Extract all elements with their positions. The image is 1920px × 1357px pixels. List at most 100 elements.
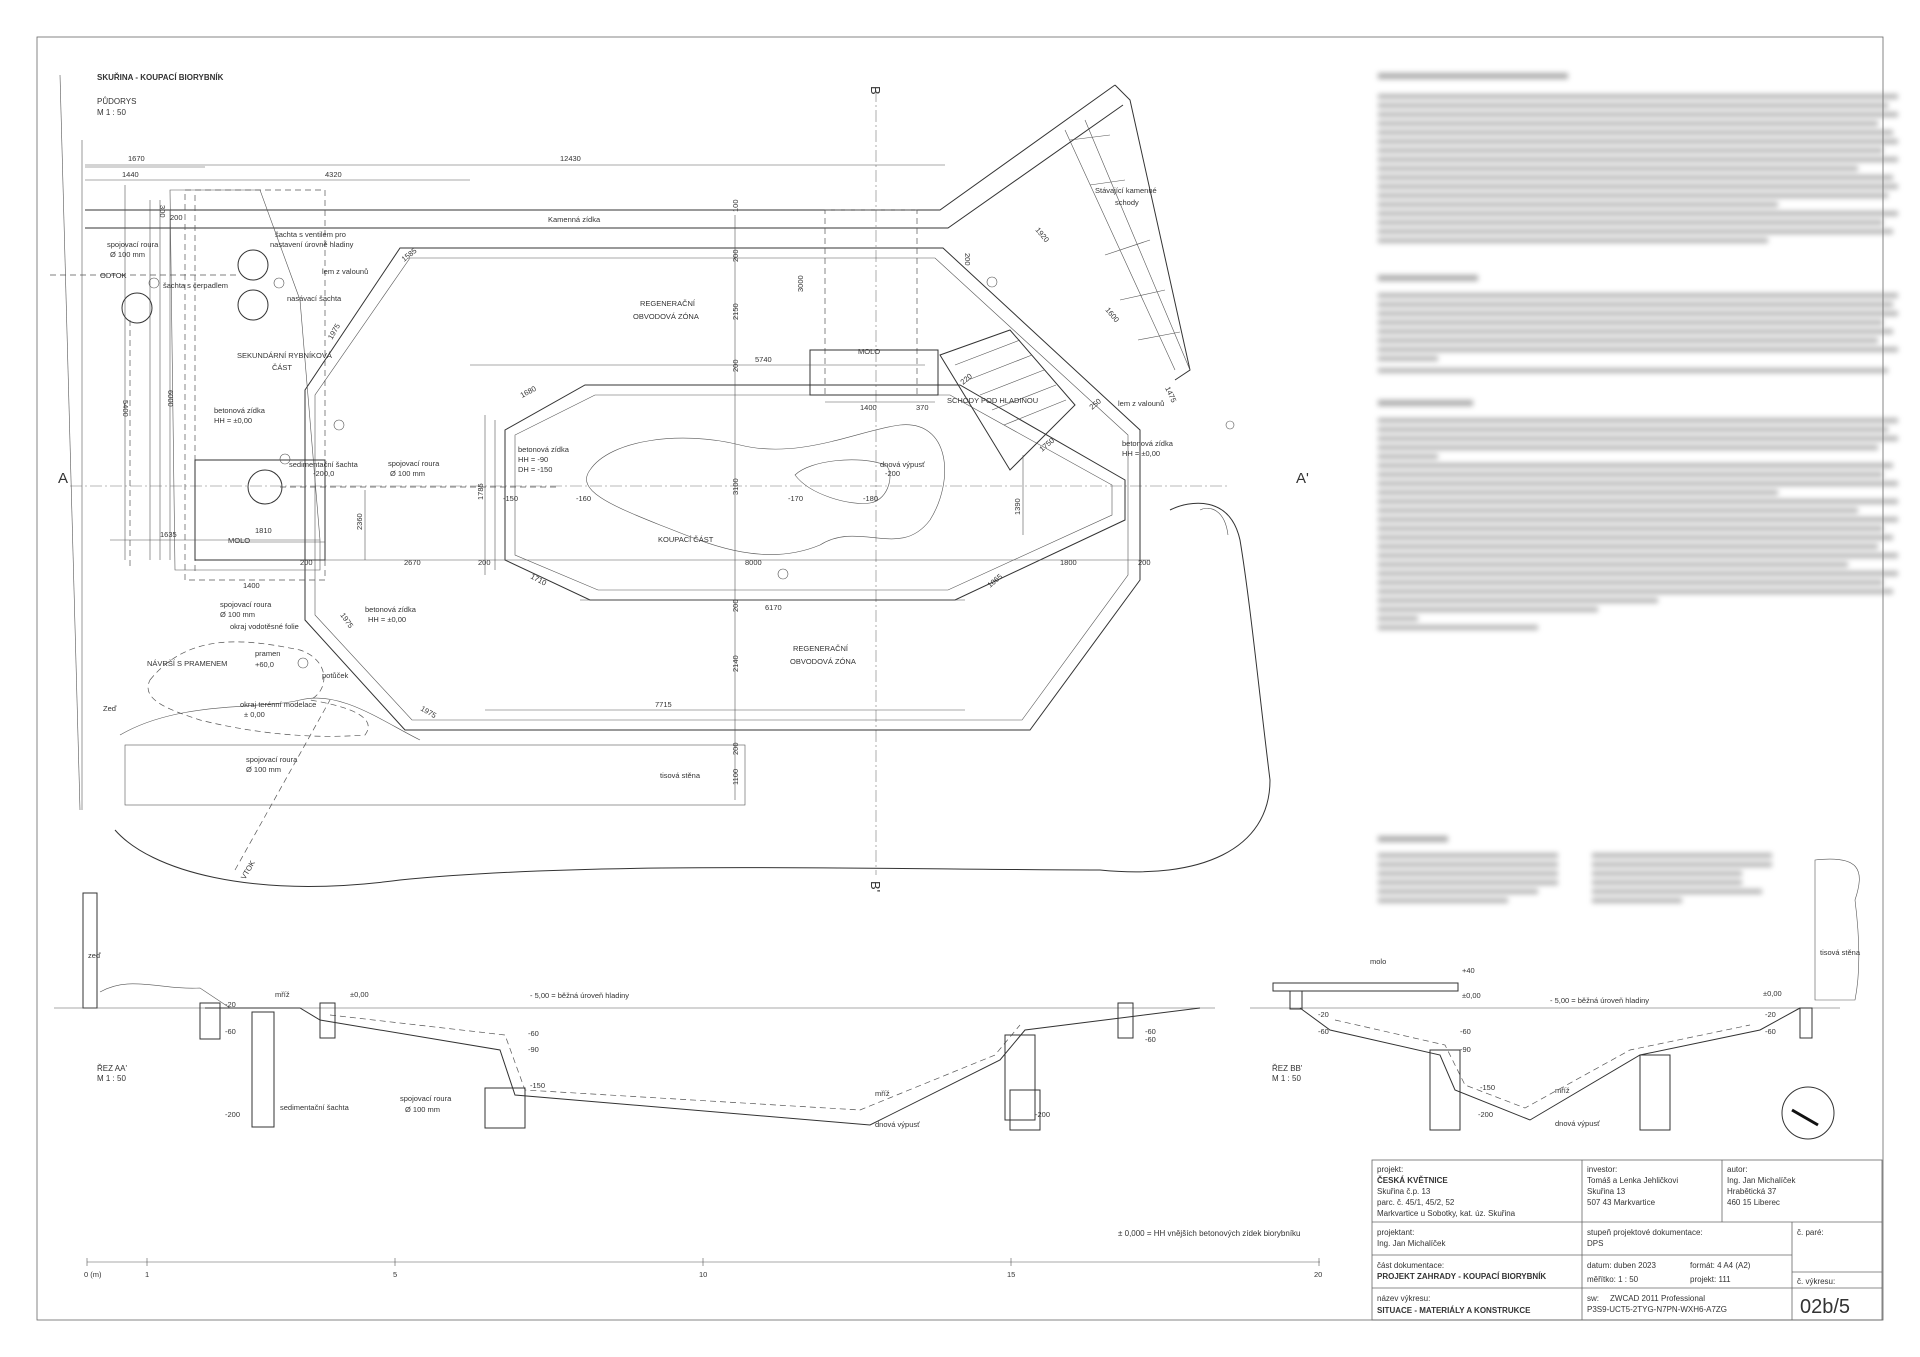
tb-drawing-number: 02b/5 <box>1800 1296 1850 1318</box>
section-bb-title: ŘEZ BB' <box>1272 1064 1303 1073</box>
label-m20a: -20 <box>225 1000 236 1009</box>
section-mark-b: B <box>868 86 883 95</box>
label-level-160: -160 <box>576 494 591 503</box>
label-inflow: VTOK <box>239 859 257 881</box>
tb-license-key: P3S9-UCT5-2TYG-N7PN-WXH6-A7ZG <box>1587 1305 1727 1314</box>
label-pipe-section-dia: Ø 100 mm <box>405 1105 440 1114</box>
label-hh0-3: HH = ±0,00 <box>1122 449 1160 458</box>
label-m60a: -60 <box>225 1027 236 1036</box>
label-terrain-edge-level: ± 0,00 <box>244 710 265 719</box>
label-grate-2: mříž <box>875 1089 890 1098</box>
dim-1810: 1810 <box>255 526 272 535</box>
label-concrete-wall-4: betonová zídka <box>365 605 417 614</box>
tb-software-label: sw: <box>1587 1294 1599 1303</box>
tb-part: PROJEKT ZAHRADY - KOUPACÍ BIORYBNÍK <box>1377 1272 1546 1281</box>
tb-author-line3: 460 15 Liberec <box>1727 1198 1780 1207</box>
suction-shaft-circle <box>237 289 269 321</box>
material-callouts <box>148 276 1235 669</box>
label-pipe-4-dia: Ø 100 mm <box>246 765 281 774</box>
dim-1390: 1390 <box>1013 498 1022 515</box>
tb-investor-line2: Skuřina 13 <box>1587 1187 1626 1196</box>
label-bottom-outlet-section-2: dnová výpusť <box>1555 1119 1600 1128</box>
tb-investor-line3: 507 43 Markvartice <box>1587 1198 1656 1207</box>
tb-stage: DPS <box>1587 1239 1603 1248</box>
tb-stage-label: stupeň projektové dokumentace: <box>1587 1228 1703 1237</box>
tb-project-number: projekt: 111 <box>1690 1275 1731 1284</box>
label-dh-150: DH = -150 <box>518 465 552 474</box>
tb-designer: Ing. Jan Michalíček <box>1377 1239 1446 1248</box>
tb-drawing-name-label: název výkresu: <box>1377 1294 1430 1303</box>
label-yew-hedge-section: tisová stěna <box>1820 948 1861 957</box>
label-hh-90: HH = -90 <box>518 455 548 464</box>
section-bb-bottom <box>1299 1007 1801 1121</box>
label-m200a: -200 <box>225 1110 240 1119</box>
pipe-inflow <box>234 699 331 871</box>
dim-200-c: 200 <box>731 249 740 262</box>
dim-5740: 5740 <box>755 355 772 364</box>
label-terrain-edge: okraj terénní modelace <box>240 700 316 709</box>
dim-1475: 1475 <box>1163 385 1178 404</box>
dim-3100: 3100 <box>731 478 740 495</box>
tb-project-name: ČESKÁ KVĚTNICE <box>1377 1176 1448 1185</box>
label-level-0-2: ±0,00 <box>1462 991 1481 1000</box>
label-pipe-1: spojovací roura <box>107 240 159 249</box>
label-cobble-edge-2: lem z valounů <box>1118 399 1164 408</box>
label-m20c: -20 <box>1765 1010 1776 1019</box>
sheet-frame <box>36 36 1884 1321</box>
dim-2360: 2360 <box>355 513 364 530</box>
label-m200c: -200 <box>1478 1110 1493 1119</box>
section-aa-title: ŘEZ AA' <box>97 1064 127 1073</box>
wall-line <box>59 74 81 811</box>
label-secondary-1: SEKUNDÁRNÍ RYBNÍKOVÁ <box>237 351 332 360</box>
label-suction-shaft: nasávací šachta <box>287 294 342 303</box>
dim-6170: 6170 <box>765 603 782 612</box>
label-outflow: ODTOK <box>100 271 127 280</box>
label-pier-section: molo <box>1370 957 1386 966</box>
label-pipe-4: spojovací roura <box>246 755 298 764</box>
yew-hedge-rect <box>124 744 746 806</box>
underwater-stairs <box>939 329 1076 471</box>
pier-section <box>1272 982 1459 992</box>
label-m60e: -60 <box>1318 1027 1329 1036</box>
label-level-170: -170 <box>788 494 803 503</box>
pump-shaft-circle <box>121 292 153 324</box>
label-wall: Zeď <box>103 704 117 713</box>
label-pipe-3: spojovací roura <box>220 600 272 609</box>
label-spring-level: +60,0 <box>255 660 274 669</box>
label-pier-top: MOLO <box>858 347 880 356</box>
section-bb: molo +40 ±0,00 - 5,00 = běžná úroveň hla… <box>1250 858 1861 1140</box>
tb-date: datum: duben 2023 <box>1587 1261 1656 1270</box>
label-m60b: -60 <box>528 1029 539 1038</box>
dim-2670: 2670 <box>404 558 421 567</box>
label-stairs: SCHODY POD HLADINOU <box>947 396 1038 405</box>
label-level-150: -150 <box>503 494 518 503</box>
scale-bar: 0 (m) 1 5 10 15 20 <box>84 1258 1322 1279</box>
section-mark-b-prime: B' <box>868 881 883 892</box>
dim-1600: 1600 <box>1103 306 1121 325</box>
dim-1680: 1680 <box>519 384 538 400</box>
dim-1635: 1635 <box>160 530 177 539</box>
dim-1400-a: 1400 <box>860 403 877 412</box>
dim-220: 220 <box>959 372 974 387</box>
yew-hedge-section <box>1814 858 1860 1001</box>
tb-drawing-number-label: č. výkresu: <box>1797 1277 1835 1286</box>
tb-project-line2: parc. č. 45/1, 45/2, 52 <box>1377 1198 1455 1207</box>
scale-label-0: 0 (m) <box>84 1270 102 1279</box>
label-bottom-outlet-section: dnová výpusť <box>875 1120 920 1129</box>
label-p40: +40 <box>1462 966 1475 975</box>
label-m150a: -150 <box>530 1081 545 1090</box>
tb-designer-label: projektant: <box>1377 1228 1414 1237</box>
label-yew-hedge: tisová stěna <box>660 771 701 780</box>
label-spring: pramen <box>255 649 280 658</box>
plan-view: B B' A A' <box>50 74 1309 892</box>
label-cobble-edge: lem z valounů <box>322 267 368 276</box>
label-concrete-wall-1: betonová zídka <box>214 406 266 415</box>
pond-outer-edge <box>304 247 1141 731</box>
spring-mound <box>147 641 369 737</box>
description-text-blurred <box>1378 73 1898 903</box>
section-bb-scale: M 1 : 50 <box>1272 1074 1301 1083</box>
label-water-level-2: - 5,00 = běžná úroveň hladiny <box>1550 996 1649 1005</box>
label-valve-shaft-2: nastavení úrovně hladiny <box>270 240 354 249</box>
dim-1065: 1065 <box>986 572 1005 590</box>
